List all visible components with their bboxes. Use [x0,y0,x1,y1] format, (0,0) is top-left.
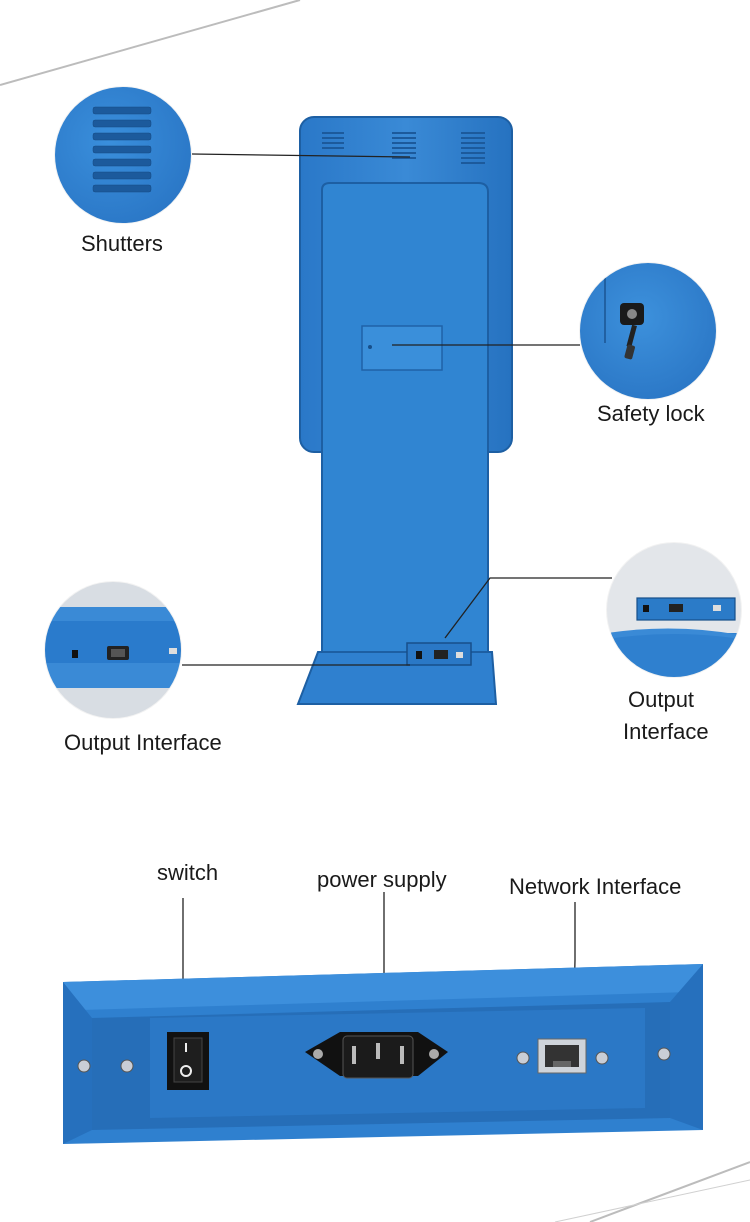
lock-plate [361,325,443,371]
shutters-label: Shutters [81,231,163,256]
output-panel-closeup [45,607,181,688]
shutters-icon [92,106,152,193]
output-box-closeup [607,597,741,677]
output-interface-left-circle [45,582,181,718]
switch-label: switch [157,860,219,885]
safety-lock-label: Safety lock [597,401,705,426]
kiosk-front-panel [321,182,489,663]
leader-lines [182,153,612,666]
kiosk-illustration [296,116,513,705]
network-interface-label: Network Interface [509,874,682,899]
interface-panel-closeup [63,892,703,1144]
lock-with-key-icon [604,273,644,360]
output-interface-right-label-line2: Interface [623,719,709,744]
rocker-switch-icon [167,1032,209,1090]
output-interface-right-label-line1: Output [628,687,695,712]
rj45-port-icon [537,1038,587,1074]
top-vents-icon [322,132,485,164]
iec-power-socket-icon [305,1032,448,1079]
power-supply-label: power supply [317,867,447,892]
safety-lock-detail-circle [580,263,716,399]
output-interface-right-circle [607,543,741,677]
output-interface-left-label: Output Interface [64,730,222,755]
screw-icon [77,1047,671,1073]
shutters-detail-circle [55,87,191,223]
